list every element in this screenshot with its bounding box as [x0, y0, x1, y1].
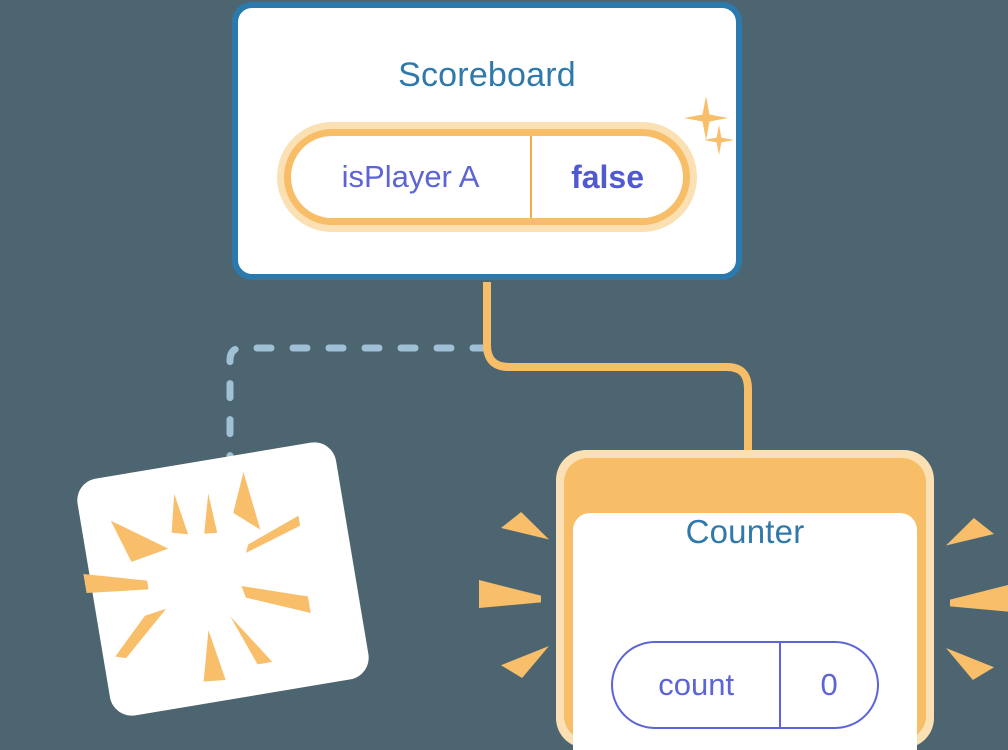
counter-card-ring: Counter count 0 — [564, 458, 926, 750]
blank-card-ray-se — [230, 611, 272, 668]
blank-card-ray-nw — [111, 512, 170, 564]
counter-ray-left-mid — [479, 580, 541, 608]
scoreboard-state-value: false — [571, 158, 645, 195]
scoreboard-card[interactable]: Scoreboard isPlayer A false — [232, 2, 742, 280]
counter-state-pill[interactable]: count 0 — [611, 641, 879, 729]
scoreboard-state-pill-face: isPlayer A false — [291, 136, 683, 218]
blank-card-ray-s — [195, 629, 225, 684]
counter-title: Counter — [685, 513, 805, 550]
counter-state-key: count — [613, 643, 782, 727]
counter-card[interactable]: Counter count 0 — [556, 450, 934, 750]
blank-card-ray-sw — [109, 609, 173, 660]
blank-card-ray-nne — [227, 471, 261, 536]
scoreboard-state-key: isPlayer A — [291, 136, 533, 218]
connector-scoreboard-to-counter — [483, 282, 752, 458]
blank-card-ray-nnw — [165, 493, 188, 539]
connector-scoreboard-to-blank-card — [226, 344, 491, 470]
counter-ray-right-bottom — [946, 648, 994, 680]
counter-ray-left-bottom — [501, 646, 549, 678]
counter-card-face: Counter count 0 — [573, 513, 917, 750]
blank-card-ray-n — [202, 493, 217, 534]
counter-ray-left-top — [501, 512, 549, 540]
blank-card-ray-w — [83, 564, 148, 600]
blank-card[interactable] — [73, 439, 373, 719]
scoreboard-state-pill-ring: isPlayer A false — [284, 129, 690, 225]
scoreboard-state-pill[interactable]: isPlayer A false — [277, 122, 697, 232]
counter-state-value: 0 — [820, 667, 838, 702]
counter-ray-right-mid — [950, 584, 1008, 612]
blank-card-ray-ese — [241, 575, 310, 623]
counter-ray-right-top — [946, 518, 994, 546]
scoreboard-title: Scoreboard — [398, 56, 576, 94]
